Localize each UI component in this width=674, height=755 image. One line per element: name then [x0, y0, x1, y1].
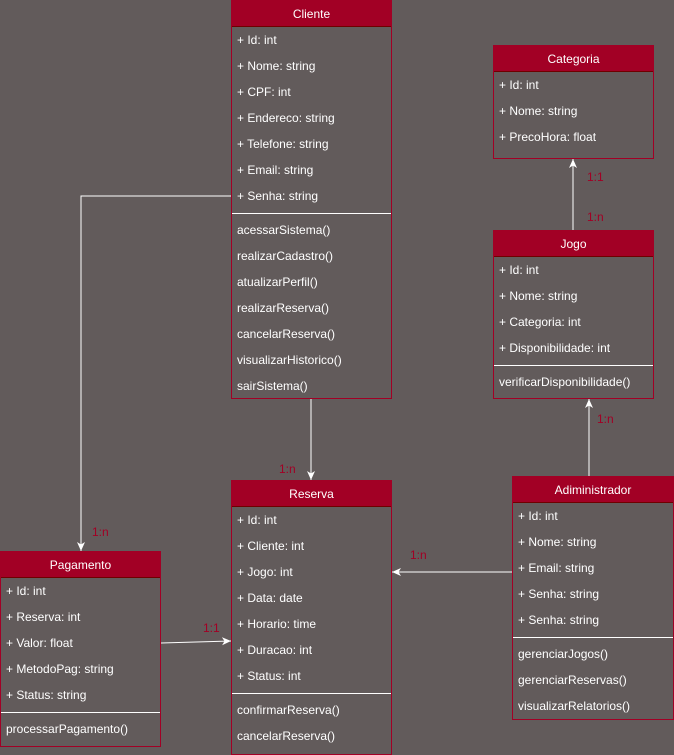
class-reserva-attributes: + Id: int + Cliente: int + Jogo: int + Data… [232, 507, 391, 689]
attribute-row: + Id: int [499, 263, 539, 277]
attribute-row: + Horario: time [237, 617, 317, 631]
class-pagamento[interactable]: Pagamento + Id: int + Reserva: int + Valor… [0, 551, 161, 747]
multiplicity-cliente-pagamento: 1:n [92, 525, 109, 539]
class-pagamento-divider [1, 712, 160, 713]
class-pagamento-methods: processarPagamento() [1, 716, 160, 742]
class-reserva-divider [232, 693, 391, 694]
attribute-row: + Valor: float [6, 636, 73, 650]
method-row: processarPagamento() [6, 722, 129, 736]
method-row: confirmarReserva() [237, 703, 340, 717]
class-administrador-attributes: + Id: int + Nome: string + Email: string + … [513, 503, 673, 633]
class-jogo-title: Jogo [494, 231, 653, 257]
class-reserva-title: Reserva [232, 481, 391, 507]
method-row: gerenciarJogos() [518, 647, 609, 661]
attribute-row: + Email: string [518, 561, 595, 575]
class-cliente-divider [232, 213, 391, 214]
class-jogo-methods: verificarDisponibilidade() [494, 369, 653, 395]
attribute-row: + Duracao: int [237, 643, 313, 657]
attribute-row: + Endereco: string [237, 111, 335, 125]
attribute-row: + PrecoHora: float [499, 130, 597, 144]
attribute-row: + Senha: string [518, 613, 600, 627]
cliente-to-pagamento-arrow [77, 195, 231, 551]
class-categoria[interactable]: Categoria + Id: int + Nome: string + Preco… [493, 45, 654, 159]
attribute-row: + Nome: string [499, 104, 578, 118]
attribute-row: + Status: int [237, 669, 301, 683]
attribute-row: + Id: int [518, 509, 558, 523]
multiplicity-admin-reserva: 1:n [410, 548, 427, 562]
class-jogo-divider [494, 365, 653, 366]
attribute-row: + Senha: string [237, 189, 319, 203]
class-jogo-attributes: + Id: int + Nome: string + Categoria: int +… [494, 257, 653, 361]
class-administrador-title: Adiministrador [513, 477, 673, 503]
method-row: cancelarReserva() [237, 327, 336, 341]
attribute-row: + Telefone: string [237, 137, 329, 151]
class-pagamento-attributes: + Id: int + Reserva: int + Valor: float + M… [1, 578, 160, 708]
pagamento-to-reserva-arrow [160, 637, 232, 646]
attribute-row: + Status: string [6, 688, 87, 702]
multiplicity-jogo-admin: 1:n [597, 412, 614, 426]
attribute-row: + Id: int [6, 584, 46, 598]
attribute-row: + Cliente: int [237, 539, 305, 553]
multiplicity-categoria-jogo-bottom: 1:n [587, 210, 604, 224]
method-row: verificarDisponibilidade() [499, 375, 631, 389]
attribute-row: + CPF: int [237, 85, 291, 99]
attribute-row: + Email: string [237, 163, 314, 177]
attribute-row: + Reserva: int [6, 610, 81, 624]
class-cliente[interactable]: Cliente + Id: int + Nome: string + CPF: in… [231, 0, 392, 399]
attribute-row: + Id: int [499, 78, 539, 92]
attribute-row: + Id: int [237, 513, 277, 527]
attribute-row: + Categoria: int [499, 315, 581, 329]
method-row: cancelarReserva() [237, 729, 336, 743]
method-row: atualizarPerfil() [237, 275, 318, 289]
multiplicity-cliente-reserva: 1:n [279, 462, 296, 476]
class-administrador-divider [513, 637, 673, 638]
method-row: sairSistema() [237, 379, 308, 393]
multiplicity-categoria-jogo-top: 1:1 [587, 170, 604, 184]
class-reserva-methods: confirmarReserva() cancelarReserva() [232, 697, 391, 749]
attribute-row: + Jogo: int [237, 565, 293, 579]
method-row: visualizarRelatorios() [518, 699, 631, 713]
class-jogo[interactable]: Jogo + Id: int + Nome: string + Categoria:… [493, 230, 654, 399]
method-row: acessarSistema() [237, 223, 331, 237]
attribute-row: + MetodoPag: string [6, 662, 114, 676]
attribute-row: + Id: int [237, 33, 277, 47]
class-administrador-methods: gerenciarJogos() gerenciarReservas() visua… [513, 641, 673, 719]
attribute-row: + Nome: string [237, 59, 316, 73]
class-cliente-methods: acessarSistema() realizarCadastro() atuali… [232, 217, 391, 399]
class-administrador[interactable]: Adiministrador + Id: int+ Nome: string+ … [512, 476, 674, 720]
class-categoria-title: Categoria [494, 46, 653, 72]
method-row: realizarCadastro() [237, 249, 334, 263]
attribute-row: + Nome: string [518, 535, 597, 549]
class-pagamento-title: Pagamento [1, 552, 160, 578]
attribute-row: + Senha: string [518, 587, 600, 601]
multiplicity-pagamento-reserva: 1:1 [203, 621, 220, 635]
class-cliente-attributes: + Id: int + Nome: string + CPF: int + Ender… [232, 27, 391, 209]
attribute-row: + Disponibilidade: int [499, 341, 611, 355]
class-categoria-attributes: + Id: int + Nome: string + PrecoHora: floa… [494, 72, 653, 150]
class-cliente-title: Cliente [232, 1, 391, 27]
class-reserva[interactable]: Reserva + Id: int + Cliente: int + Jogo: i… [231, 480, 392, 755]
attribute-row: + Data: date [237, 591, 303, 605]
method-row: gerenciarReservas() [518, 673, 627, 687]
attribute-row: + Nome: string [499, 289, 578, 303]
method-row: realizarReserva() [237, 301, 330, 315]
method-row: visualizarHistorico() [237, 353, 342, 367]
